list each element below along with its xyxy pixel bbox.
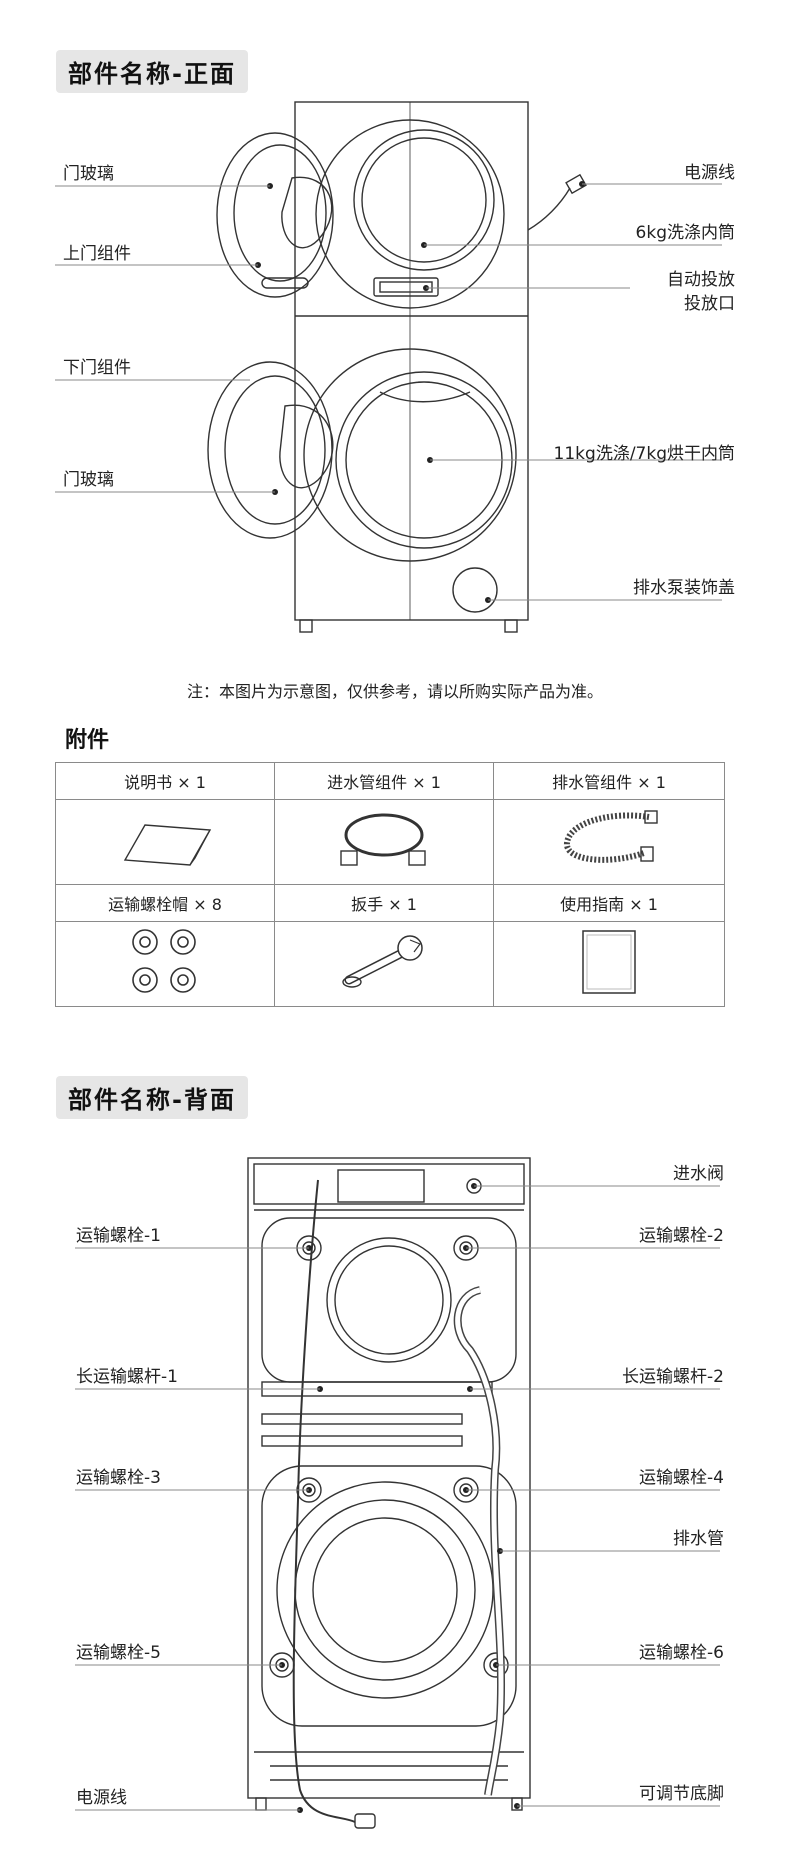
back-label-long-rod-2: 长运输螺杆-2 [622, 1367, 724, 1387]
acc-name-inlet-hose: 进水管组件 × 1 [274, 762, 495, 800]
acc-cell-bolt-caps [54, 921, 276, 1007]
front-label-power-cord: 电源线 [684, 163, 735, 183]
front-label-6kg-drum: 6kg洗涤内筒 [635, 223, 735, 243]
front-diagram [55, 101, 722, 633]
disclaimer-note: 注：本图片为示意图，仅供参考，请以所购实际产品为准。 [186, 682, 603, 701]
front-label-pump-cover: 排水泵装饰盖 [633, 578, 735, 598]
front-label-dispense-port: 投放口 [684, 294, 735, 314]
back-label-bolt-1: 运输螺栓-1 [76, 1226, 161, 1246]
back-label-bolt-2: 运输螺栓-2 [639, 1226, 724, 1246]
drain-hose-icon [564, 810, 658, 863]
bolt-cap-icon [132, 929, 196, 993]
back-label-bolt-5: 运输螺栓-5 [76, 1643, 161, 1663]
front-label-lower-door: 下门组件 [63, 358, 131, 378]
acc-name-bolt-caps: 运输螺栓帽 × 8 [54, 884, 276, 922]
accessories-title: 附件 [65, 728, 110, 753]
acc-name-manual: 说明书 × 1 [54, 762, 276, 800]
acc-name-guide: 使用指南 × 1 [493, 884, 725, 922]
back-label-drain-hose: 排水管 [673, 1529, 724, 1549]
front-label-11kg-drum: 11kg洗涤/7kg烘干内筒 [553, 444, 735, 464]
back-label-bolt-3: 运输螺栓-3 [76, 1468, 161, 1488]
acc-name-wrench: 扳手 × 1 [274, 884, 495, 922]
back-label-bolt-4: 运输螺栓-4 [639, 1468, 724, 1488]
acc-cell-guide [493, 921, 725, 1007]
back-label-adjustable-foot: 可调节底脚 [639, 1784, 724, 1804]
front-section-title: 部件名称-正面 [56, 50, 248, 93]
front-label-auto-dispense: 自动投放 [667, 270, 735, 290]
acc-cell-wrench [274, 921, 495, 1007]
acc-cell-inlet-hose [274, 799, 495, 885]
manual-icon [123, 824, 212, 866]
front-label-upper-door: 上门组件 [63, 244, 131, 264]
guide-card-icon [582, 930, 636, 994]
wrench-icon [342, 935, 423, 988]
front-label-door-glass-1: 门玻璃 [63, 164, 114, 184]
front-label-door-glass-2: 门玻璃 [63, 470, 114, 490]
back-label-bolt-6: 运输螺栓-6 [639, 1643, 724, 1663]
back-section-title: 部件名称-背面 [56, 1076, 248, 1119]
acc-cell-manual [54, 799, 276, 885]
acc-name-drain-hose: 排水管组件 × 1 [493, 762, 725, 800]
back-label-long-rod-1: 长运输螺杆-1 [76, 1367, 178, 1387]
back-label-power-cord: 电源线 [76, 1788, 127, 1808]
inlet-hose-icon [340, 813, 426, 866]
back-label-inlet-valve: 进水阀 [673, 1164, 724, 1184]
acc-cell-drain-hose [493, 799, 725, 885]
back-diagram [75, 1157, 720, 1829]
accessories-table: 说明书 × 1 进水管组件 × 1 排水管组件 × 1 运输螺栓 [54, 762, 725, 1007]
